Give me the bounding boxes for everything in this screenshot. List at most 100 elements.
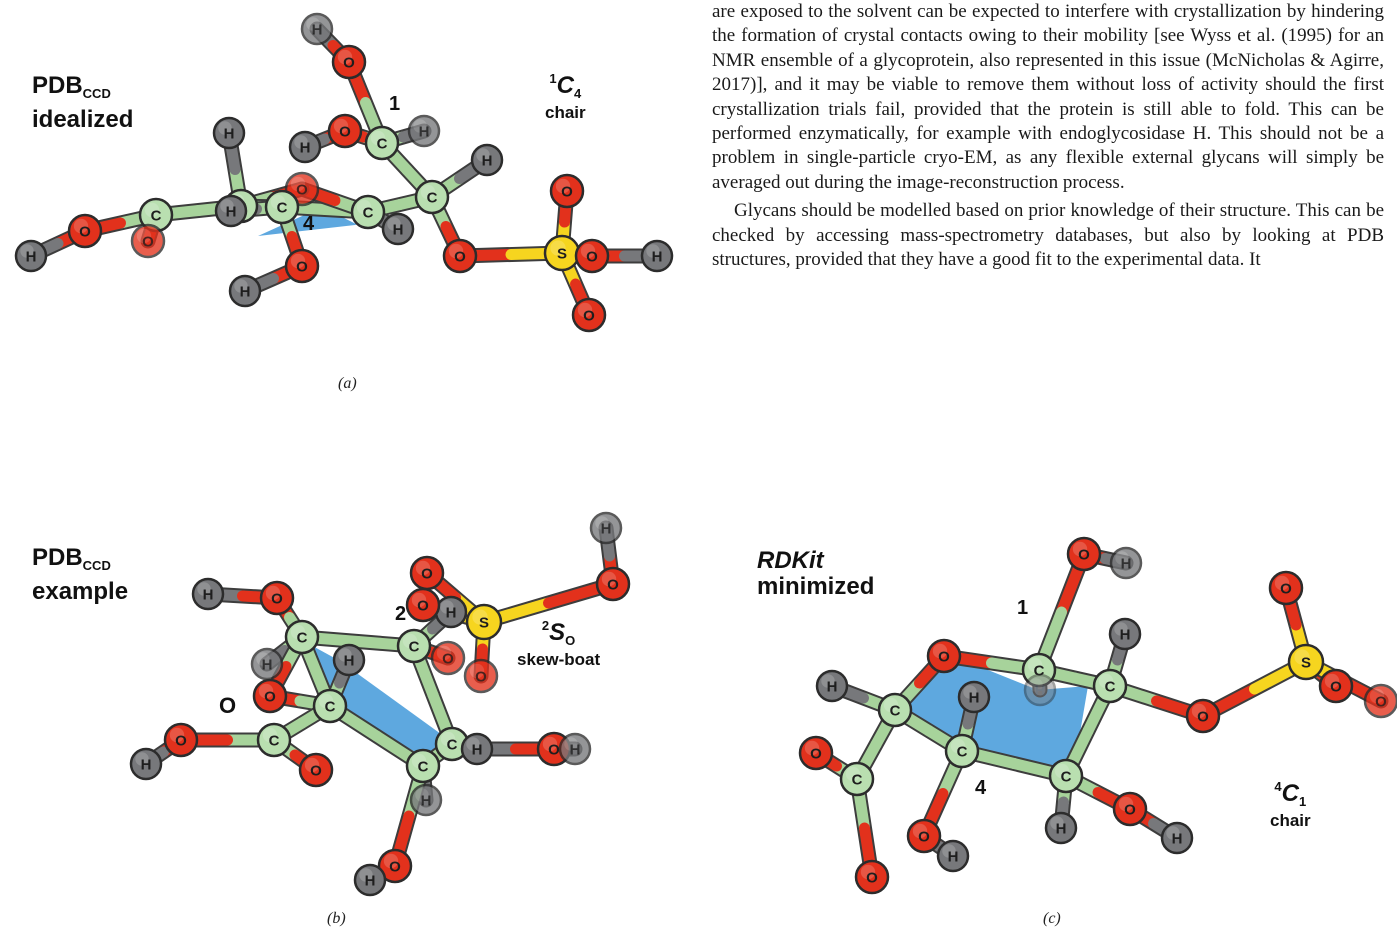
svg-text:O: O [442, 651, 454, 668]
svg-text:C: C [1034, 663, 1045, 680]
panel-b-caption: (b) [327, 910, 346, 927]
panel-a-sulfur-atom: S [543, 234, 581, 272]
body-paragraph-2: Glycans should be modelled based on prio… [712, 200, 1384, 271]
panel-c-oxygen-atom: O [1268, 570, 1304, 606]
svg-text:O: O [583, 308, 595, 325]
svg-text:C: C [297, 630, 308, 647]
panel-c-bond [1031, 546, 1092, 678]
panel-a-hydrogen-atom: H [381, 212, 415, 246]
svg-text:O: O [561, 184, 573, 201]
svg-text:C: C [447, 737, 458, 754]
svg-text:O: O [79, 224, 91, 241]
svg-text:H: H [827, 679, 838, 696]
panel-b-ring-oxygen-label: O [219, 693, 237, 718]
svg-text:O: O [417, 598, 429, 615]
svg-text:O: O [421, 566, 433, 583]
svg-text:S: S [479, 615, 489, 632]
panel-b-carbon-atom: C [284, 619, 320, 655]
svg-text:O: O [296, 259, 308, 276]
panel-c-oxygen-atom: O [798, 735, 834, 771]
panel-b-oxygen-atom: O [252, 678, 288, 714]
panel-a-conf-letter: C [556, 72, 574, 99]
panel-c-caption: (c) [1043, 910, 1061, 927]
panel-a-hydrogen-atom: H [288, 130, 322, 164]
panel-b-conf-letter: S [549, 619, 566, 646]
svg-text:H: H [262, 657, 273, 674]
svg-text:C: C [1061, 769, 1072, 786]
panel-a-title-sub: CCD [82, 86, 111, 101]
svg-text:O: O [296, 182, 308, 199]
svg-text:O: O [389, 859, 401, 876]
svg-text:H: H [224, 126, 235, 143]
panel-c-conf-sup: 4 [1274, 779, 1282, 794]
panel-b-oxygen-atom: O [377, 848, 413, 884]
svg-text:C: C [151, 208, 162, 225]
svg-text:C: C [890, 703, 901, 720]
panel-b-oxygen-atom: O [163, 722, 199, 758]
panel-b-oxygen-atom: O [430, 640, 466, 676]
svg-text:H: H [421, 793, 432, 810]
panel-a-oxygen-atom: O [574, 238, 610, 274]
panel-b-ring-number-2: 2 [395, 603, 407, 625]
panel-b-hydrogen-atom: H [558, 732, 592, 766]
panel-c-title-line2: minimized [757, 573, 875, 600]
svg-text:H: H [240, 284, 251, 301]
panel-c-hydrogen-atom: H [1160, 821, 1194, 855]
svg-text:H: H [446, 605, 457, 622]
panel-a-ring-number-1: 1 [389, 93, 401, 115]
svg-text:H: H [203, 587, 214, 604]
svg-text:H: H [1056, 821, 1067, 838]
panel-c-ring-plane [893, 650, 1088, 780]
panel-c-hydrogen-atom: H [957, 680, 991, 714]
svg-text:O: O [475, 669, 487, 686]
panel-a-carbon-atom: C [264, 189, 300, 225]
svg-text:O: O [548, 742, 560, 759]
panel-a-conformation: 1C4 chair [545, 71, 586, 123]
svg-text:C: C [957, 744, 968, 761]
svg-text:O: O [586, 249, 598, 266]
panel-c-sulfur-atom: S [1287, 643, 1325, 681]
svg-text:O: O [918, 829, 930, 846]
panel-b-oxygen-atom: O [409, 555, 445, 591]
svg-text:C: C [277, 200, 288, 217]
panel-b-oxygen-atom: O [259, 580, 295, 616]
panel-a-title-prefix: PDB [32, 72, 83, 99]
panel-c-oxygen-atom: O [854, 859, 890, 895]
svg-text:C: C [418, 759, 429, 776]
panel-b-hydrogen-atom: H [434, 595, 468, 629]
panel-a-oxygen-atom: O [331, 44, 367, 80]
panel-c-conf-desc: chair [1270, 811, 1311, 830]
panel-c-oxygen-atom: O [1318, 668, 1354, 704]
panel-a-carbon-atom: C [364, 125, 400, 161]
svg-text:C: C [363, 205, 374, 222]
article-body-text: are exposed to the solvent can be expect… [712, 0, 1384, 272]
panel-a-oxygen-atom: O [130, 223, 166, 259]
atoms: HOCHOHHCOCCHCOHOCHHOSOOHOOHHOCHHOCCOHOSO… [14, 12, 1397, 897]
panel-b-title-prefix: PDB [32, 544, 83, 571]
panel-b-oxygen-atom: O [595, 566, 631, 602]
svg-text:H: H [472, 742, 483, 759]
panel-c-carbon-atom: C [1048, 758, 1084, 794]
panel-c-oxygen-atom: O [1112, 791, 1148, 827]
panel-c-ring-number-1: 1 [1017, 597, 1029, 619]
svg-text:H: H [570, 742, 581, 759]
svg-text:C: C [377, 136, 388, 153]
svg-text:O: O [607, 577, 619, 594]
panel-a-caption: (a) [338, 375, 357, 392]
svg-text:H: H [141, 757, 152, 774]
panel-a-hydrogen-atom: H [212, 116, 246, 150]
svg-text:H: H [948, 849, 959, 866]
svg-text:H: H [1120, 627, 1131, 644]
panel-b-hydrogen-atom: H [191, 577, 225, 611]
panel-b-carbon-atom: C [256, 722, 292, 758]
svg-text:O: O [1078, 547, 1090, 564]
svg-text:H: H [26, 249, 37, 266]
panel-b-bond [476, 576, 621, 630]
svg-text:O: O [1330, 679, 1342, 696]
svg-text:O: O [142, 234, 154, 251]
panel-c-title: RDKit minimized [757, 548, 874, 600]
panel-a-hydrogen-atom: H [640, 239, 674, 273]
panel-b-oxygen-atom: O [463, 658, 499, 694]
